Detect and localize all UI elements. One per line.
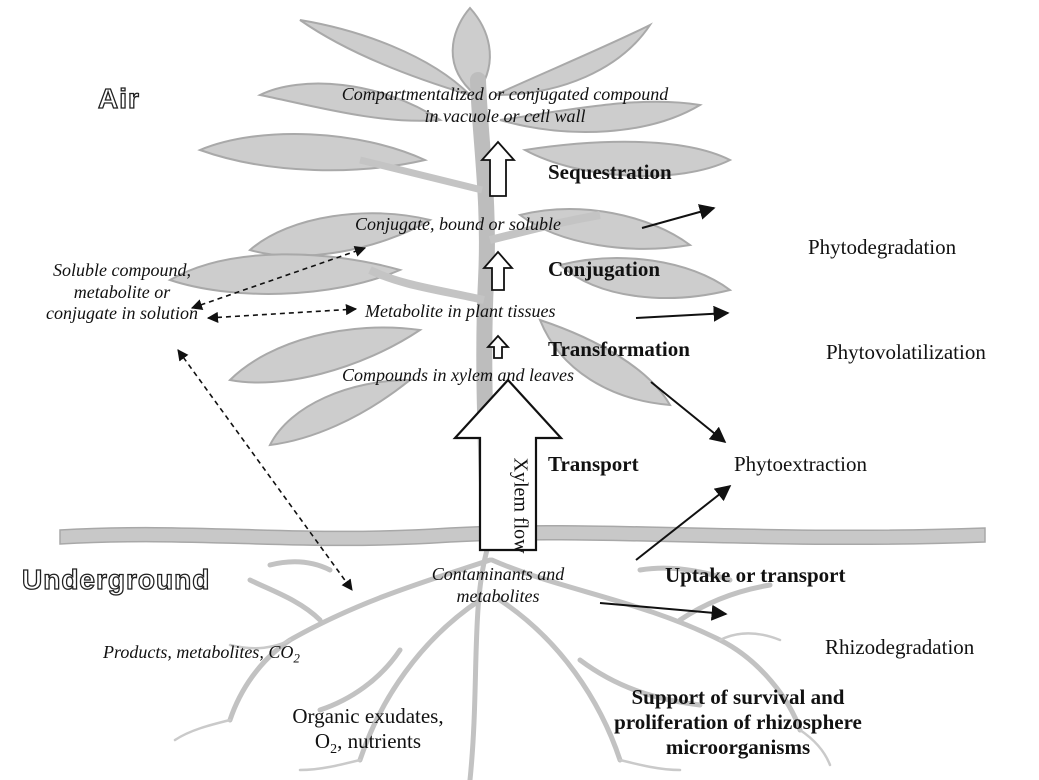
xylem-flow-label: Xylem flow [509, 458, 532, 538]
support-label: Support of survival and proliferation of… [548, 685, 928, 761]
contaminants-label: Contaminants and metabolites [398, 564, 598, 607]
metabolite-tissues-label: Metabolite in plant tissues [365, 301, 556, 323]
exudates-line1: Organic exudates, [268, 704, 468, 729]
phytoextraction-label: Phytoextraction [734, 452, 867, 477]
air-region-label: Air [98, 82, 140, 116]
phytodegradation-label: Phytodegradation [808, 235, 956, 260]
contaminants-line2: metabolites [398, 586, 598, 608]
transformation-label: Transformation [548, 337, 690, 362]
phytovolatilization-label: Phytovolatilization [826, 340, 986, 365]
compartmentalized-line1: Compartmentalized or conjugated compound [270, 84, 740, 106]
transport-label: Transport [548, 452, 639, 477]
exudates-o: O [315, 729, 330, 753]
rhizodegradation-label: Rhizodegradation [825, 635, 974, 660]
dashed-arrow-soluble-contaminants [178, 350, 352, 590]
compartmentalized-label: Compartmentalized or conjugated compound… [270, 84, 740, 127]
compartmentalized-line2: in vacuole or cell wall [270, 106, 740, 128]
uptake-label: Uptake or transport [665, 563, 845, 588]
arrow-compounds-to-phytoextraction [651, 382, 725, 442]
products-subscript: 2 [293, 651, 300, 666]
compounds-xylem-label: Compounds in xylem and leaves [342, 365, 574, 387]
soluble-line3: conjugate in solution [2, 303, 242, 325]
exudates-nutrients: , nutrients [337, 729, 421, 753]
support-line2: proliferation of rhizosphere [548, 710, 928, 735]
soluble-compound-label: Soluble compound, metabolite or conjugat… [2, 260, 242, 325]
soluble-line1: Soluble compound, [2, 260, 242, 282]
exudates-label: Organic exudates, O2, nutrients [268, 704, 468, 759]
support-line3: microorganisms [548, 735, 928, 760]
exudates-line2: O2, nutrients [268, 729, 468, 759]
products-label: Products, metabolites, CO2 [103, 642, 300, 666]
arrow-to-phytodegradation [642, 208, 714, 228]
underground-region-label: Underground [22, 563, 210, 597]
conjugation-label: Conjugation [548, 257, 660, 282]
soluble-line2: metabolite or [2, 282, 242, 304]
products-text: Products, metabolites, CO [103, 642, 293, 662]
sequestration-label: Sequestration [548, 160, 672, 185]
arrow-to-phytovolatilization [636, 313, 728, 318]
conjugate-label: Conjugate, bound or soluble [355, 214, 561, 236]
contaminants-line1: Contaminants and [398, 564, 598, 586]
support-line1: Support of survival and [548, 685, 928, 710]
arrow-contaminants-to-phytoextraction [636, 486, 730, 560]
